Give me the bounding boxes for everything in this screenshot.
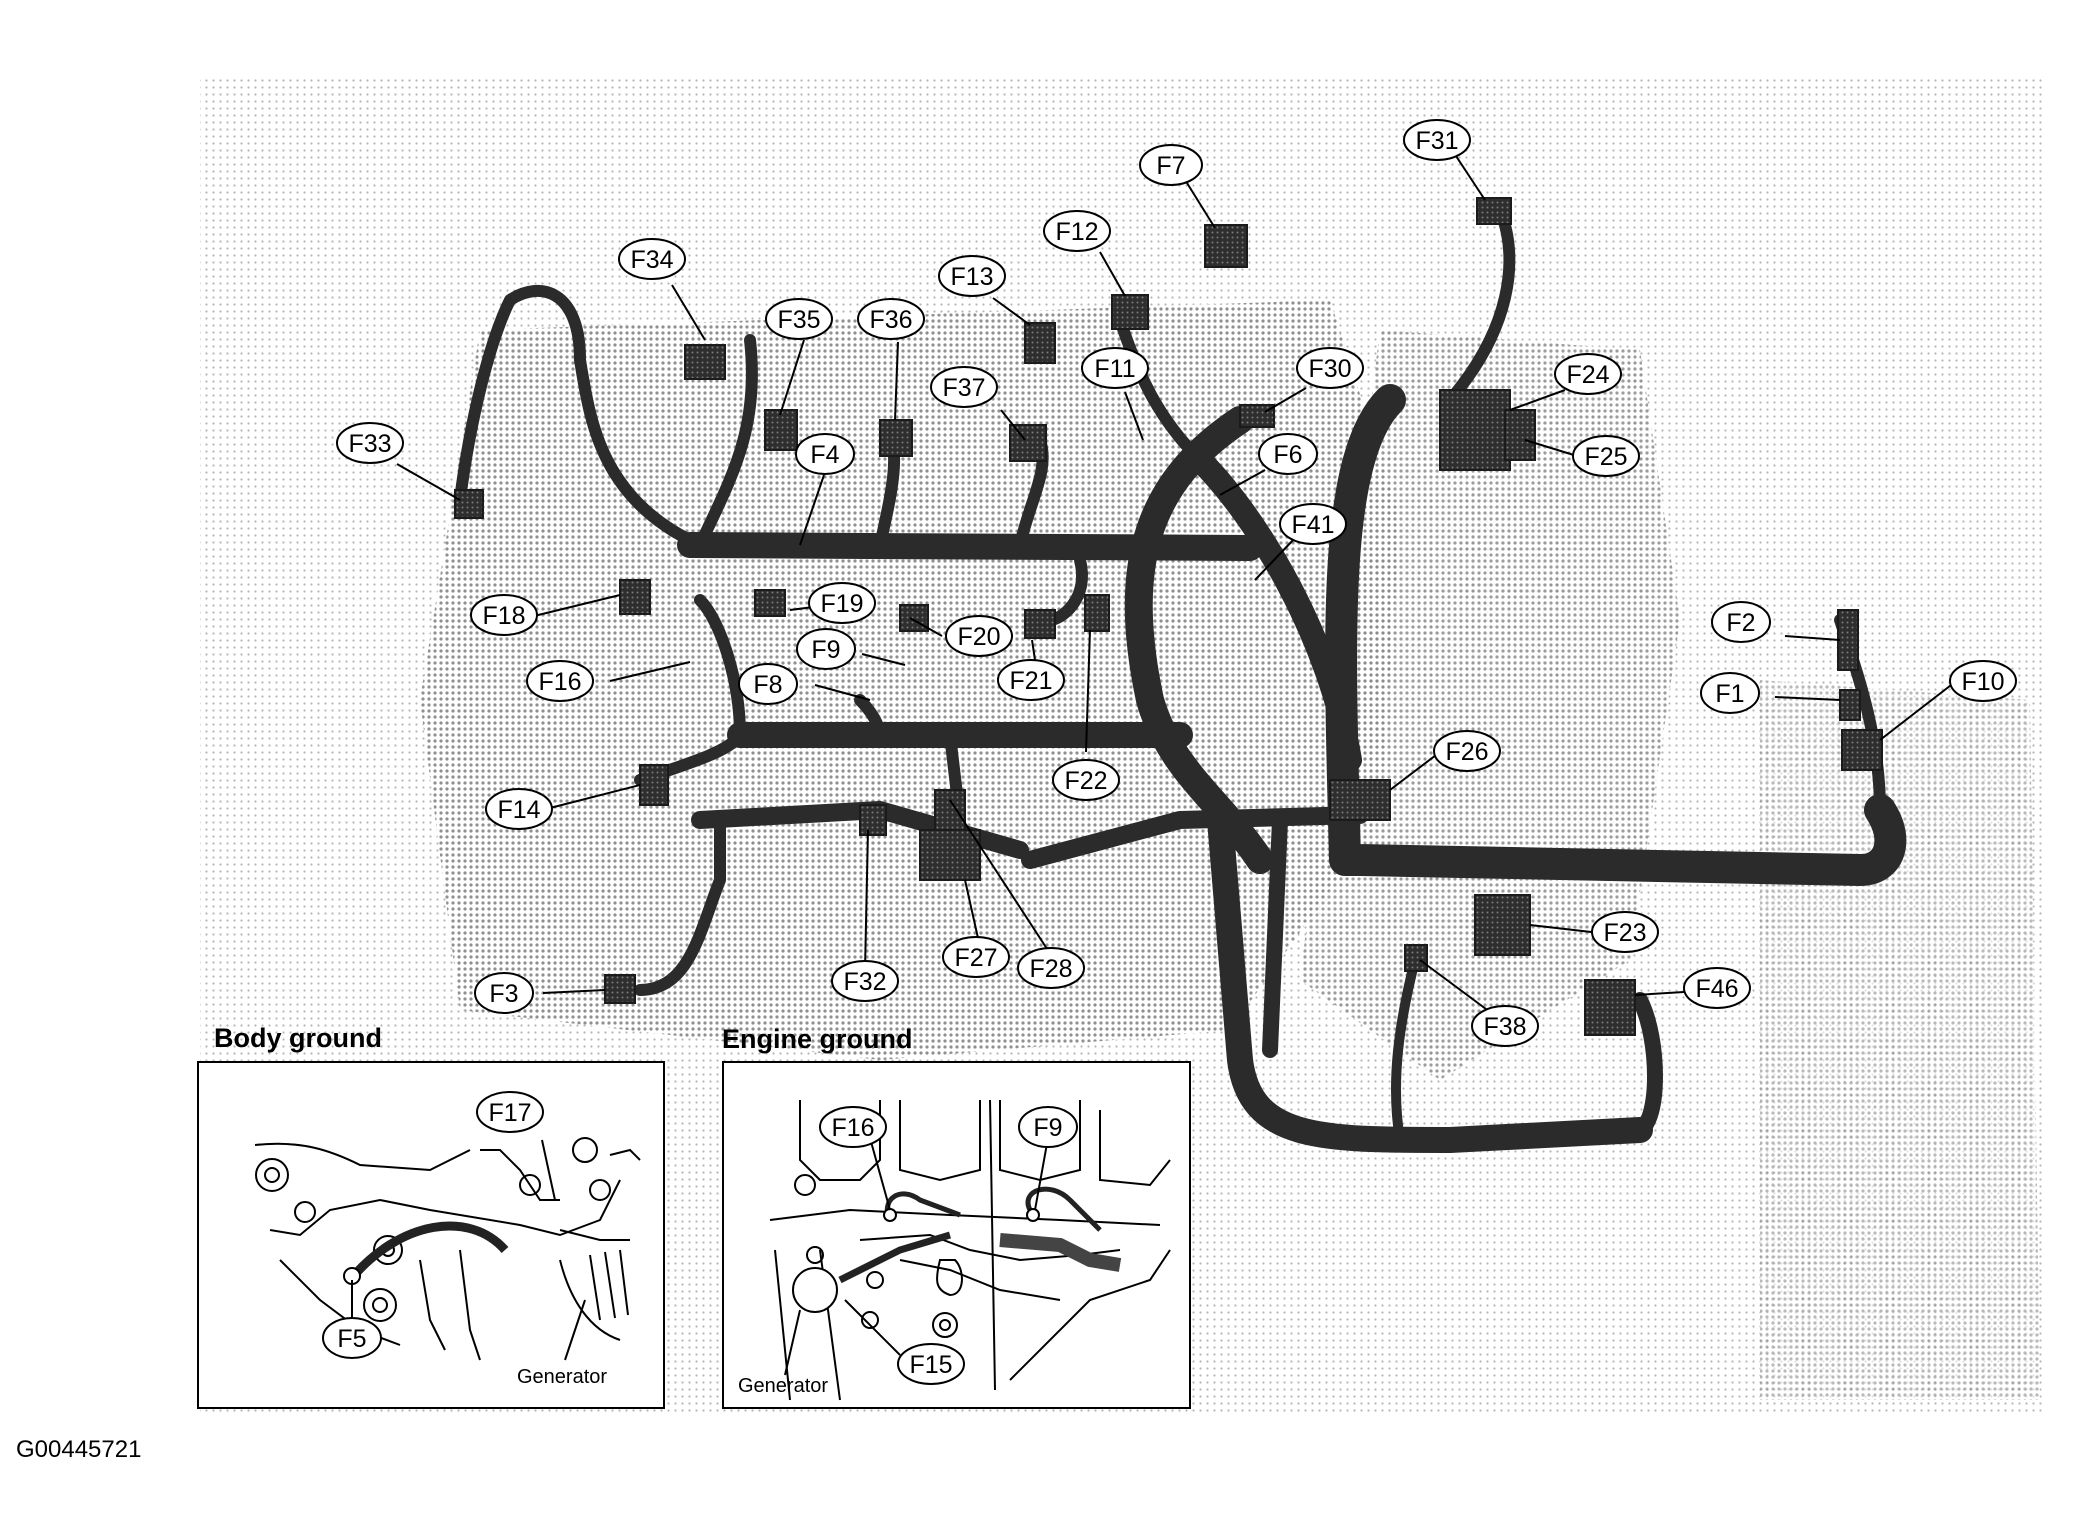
svg-text:F15: F15 [909, 1351, 952, 1379]
svg-text:F41: F41 [1291, 511, 1334, 539]
connector-blocks [454, 197, 1883, 1036]
svg-text:F31: F31 [1415, 127, 1458, 155]
callout-f27: F27 [942, 936, 1010, 978]
svg-text:F2: F2 [1726, 609, 1755, 637]
callout-f17: F17 [476, 1091, 544, 1133]
svg-text:F26: F26 [1445, 738, 1488, 766]
svg-text:F25: F25 [1584, 443, 1627, 471]
svg-text:F11: F11 [1094, 355, 1135, 383]
callout-f33: F33 [336, 422, 404, 464]
body-ground-title: Body ground [214, 1023, 382, 1053]
svg-text:F9: F9 [1033, 1114, 1062, 1142]
svg-text:F23: F23 [1603, 919, 1646, 947]
svg-text:F16: F16 [831, 1114, 874, 1142]
callout-f36: F36 [857, 298, 925, 340]
callout-f37: F37 [930, 366, 998, 408]
svg-text:F7: F7 [1156, 152, 1185, 180]
callout-f46: F46 [1683, 967, 1751, 1009]
callout-f3: F3 [474, 972, 534, 1014]
callout-engine-f9: F9 [1018, 1106, 1078, 1148]
svg-text:F30: F30 [1308, 355, 1351, 383]
callout-f38: F38 [1471, 1005, 1539, 1047]
callout-f32: F32 [831, 960, 899, 1002]
svg-text:F9: F9 [811, 636, 840, 664]
svg-text:F21: F21 [1009, 667, 1052, 695]
callout-f30: F30 [1296, 347, 1364, 389]
svg-text:F10: F10 [1961, 668, 2004, 696]
callout-f41: F41 [1279, 503, 1347, 545]
svg-text:F37: F37 [942, 374, 985, 402]
callout-f35: F35 [765, 298, 833, 340]
generator-label: Generator [738, 1375, 828, 1397]
svg-text:F19: F19 [820, 590, 863, 618]
svg-text:F3: F3 [489, 980, 518, 1008]
callout-f4: F4 [795, 433, 855, 475]
callout-f11: F11 [1081, 347, 1149, 389]
callout-f28: F28 [1017, 947, 1085, 989]
svg-text:F13: F13 [950, 263, 993, 291]
svg-text:F6: F6 [1273, 441, 1302, 469]
body-ground-inset: F17 F5 Generator [197, 1061, 665, 1409]
callout-f22: F22 [1052, 759, 1120, 801]
callout-f24: F24 [1554, 353, 1622, 395]
callout-f5: F5 [322, 1317, 382, 1359]
callout-f10: F10 [1949, 660, 2017, 702]
callout-f16: F16 [526, 660, 594, 702]
connector-callouts: F7 F31 F12 F34 F13 F35 F36 F11 [336, 119, 2017, 1047]
callout-f8: F8 [738, 663, 798, 705]
callout-f15: F15 [897, 1343, 965, 1385]
callout-f25: F25 [1572, 435, 1640, 477]
svg-text:F12: F12 [1055, 218, 1098, 246]
callout-f23: F23 [1591, 911, 1659, 953]
callout-f21: F21 [997, 659, 1065, 701]
harness-wires [454, 204, 1907, 1153]
svg-text:F4: F4 [810, 441, 839, 469]
callout-f9: F9 [796, 628, 856, 670]
svg-text:F8: F8 [753, 671, 782, 699]
svg-text:F17: F17 [488, 1099, 531, 1127]
svg-text:F46: F46 [1695, 975, 1738, 1003]
svg-text:F18: F18 [482, 602, 525, 630]
generator-label: Generator [517, 1366, 607, 1388]
callout-f6: F6 [1258, 433, 1318, 475]
svg-text:F28: F28 [1029, 955, 1072, 983]
svg-text:F14: F14 [497, 796, 540, 824]
svg-text:F38: F38 [1483, 1013, 1526, 1041]
svg-text:F32: F32 [843, 968, 886, 996]
svg-text:F33: F33 [348, 430, 391, 458]
svg-text:F22: F22 [1064, 767, 1107, 795]
callout-f20: F20 [945, 615, 1013, 657]
callout-f1: F1 [1700, 672, 1760, 714]
svg-text:F36: F36 [869, 306, 912, 334]
callout-f12: F12 [1043, 210, 1111, 252]
svg-text:F5: F5 [337, 1325, 366, 1353]
callout-f2: F2 [1711, 601, 1771, 643]
svg-text:F1: F1 [1715, 680, 1744, 708]
callout-f34: F34 [618, 238, 686, 280]
engine-ground-inset: F16 F9 F15 Generator [722, 1061, 1191, 1409]
callout-f7: F7 [1139, 144, 1203, 186]
svg-text:F35: F35 [777, 306, 820, 334]
callout-f18: F18 [470, 594, 538, 636]
svg-text:F24: F24 [1566, 361, 1609, 389]
callout-f14: F14 [485, 788, 553, 830]
svg-text:F20: F20 [957, 623, 1000, 651]
svg-text:F34: F34 [630, 246, 673, 274]
document-id: G00445721 [16, 1436, 142, 1463]
svg-text:F16: F16 [538, 668, 581, 696]
leader-lines [396, 155, 1956, 1013]
engine-ground-title: Engine ground [722, 1024, 913, 1054]
callout-f26: F26 [1433, 730, 1501, 772]
callout-engine-f16: F16 [819, 1106, 887, 1148]
svg-text:F27: F27 [954, 944, 997, 972]
callout-f19: F19 [808, 582, 876, 624]
callout-f13: F13 [938, 255, 1006, 297]
callout-f31: F31 [1403, 119, 1471, 161]
